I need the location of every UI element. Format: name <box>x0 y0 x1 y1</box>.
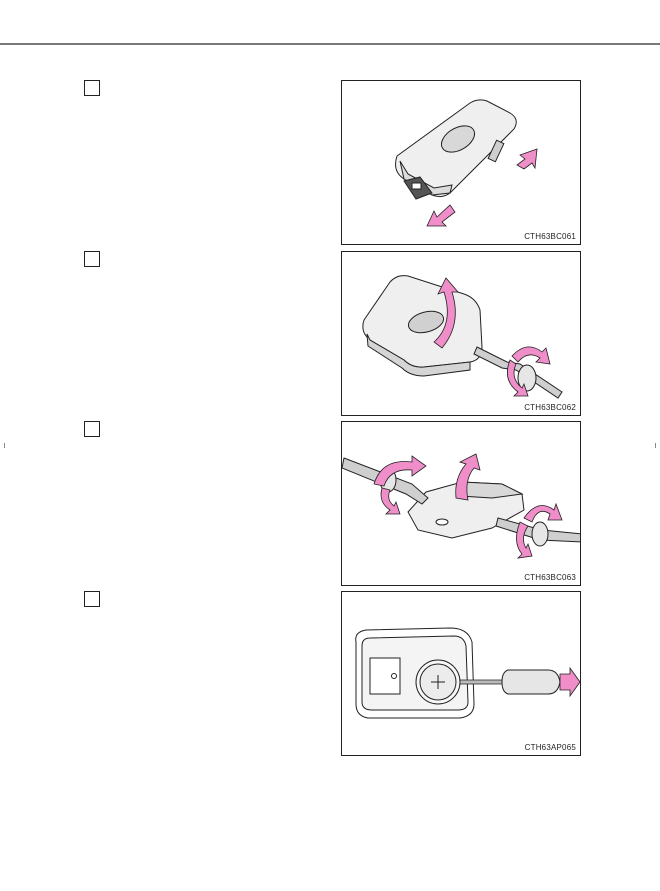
figure-code: CTH63BC061 <box>524 232 576 241</box>
figure-code: CTH63BC062 <box>524 403 576 412</box>
lift-arrow-icon <box>433 277 459 349</box>
cover-separate-illustration <box>342 453 580 559</box>
twist-arrow-icon <box>511 346 551 365</box>
figure-step-4: CTH63AP065 <box>341 591 581 756</box>
cover-pry-illustration <box>362 275 563 399</box>
step-2-checkbox <box>84 251 100 267</box>
figure-step-1: CTH63BC061 <box>341 80 581 245</box>
lift-arrow-icon <box>455 453 481 501</box>
step-4-checkbox <box>84 591 100 607</box>
step-3-checkbox <box>84 421 100 437</box>
push-arrow-icon <box>516 148 538 170</box>
figure-code: CTH63AP065 <box>524 743 576 752</box>
right-twist-arrow-icon <box>523 502 563 523</box>
left-twist-arrow-icon <box>373 455 427 487</box>
plus-sign-icon <box>431 675 445 689</box>
pull-arrow-icon <box>426 204 456 227</box>
crop-mark-right <box>655 443 656 448</box>
pull-right-arrow-icon <box>559 666 580 698</box>
step-1-checkbox <box>84 80 100 96</box>
figure-step-3: CTH63BC063 <box>341 421 581 586</box>
battery-removal-illustration <box>355 627 580 719</box>
key-release-illustration <box>395 99 538 227</box>
figure-step-2: CTH63BC062 <box>341 251 581 416</box>
figure-code: CTH63BC063 <box>524 573 576 582</box>
header-rule <box>0 43 660 45</box>
crop-mark-left <box>4 443 5 448</box>
